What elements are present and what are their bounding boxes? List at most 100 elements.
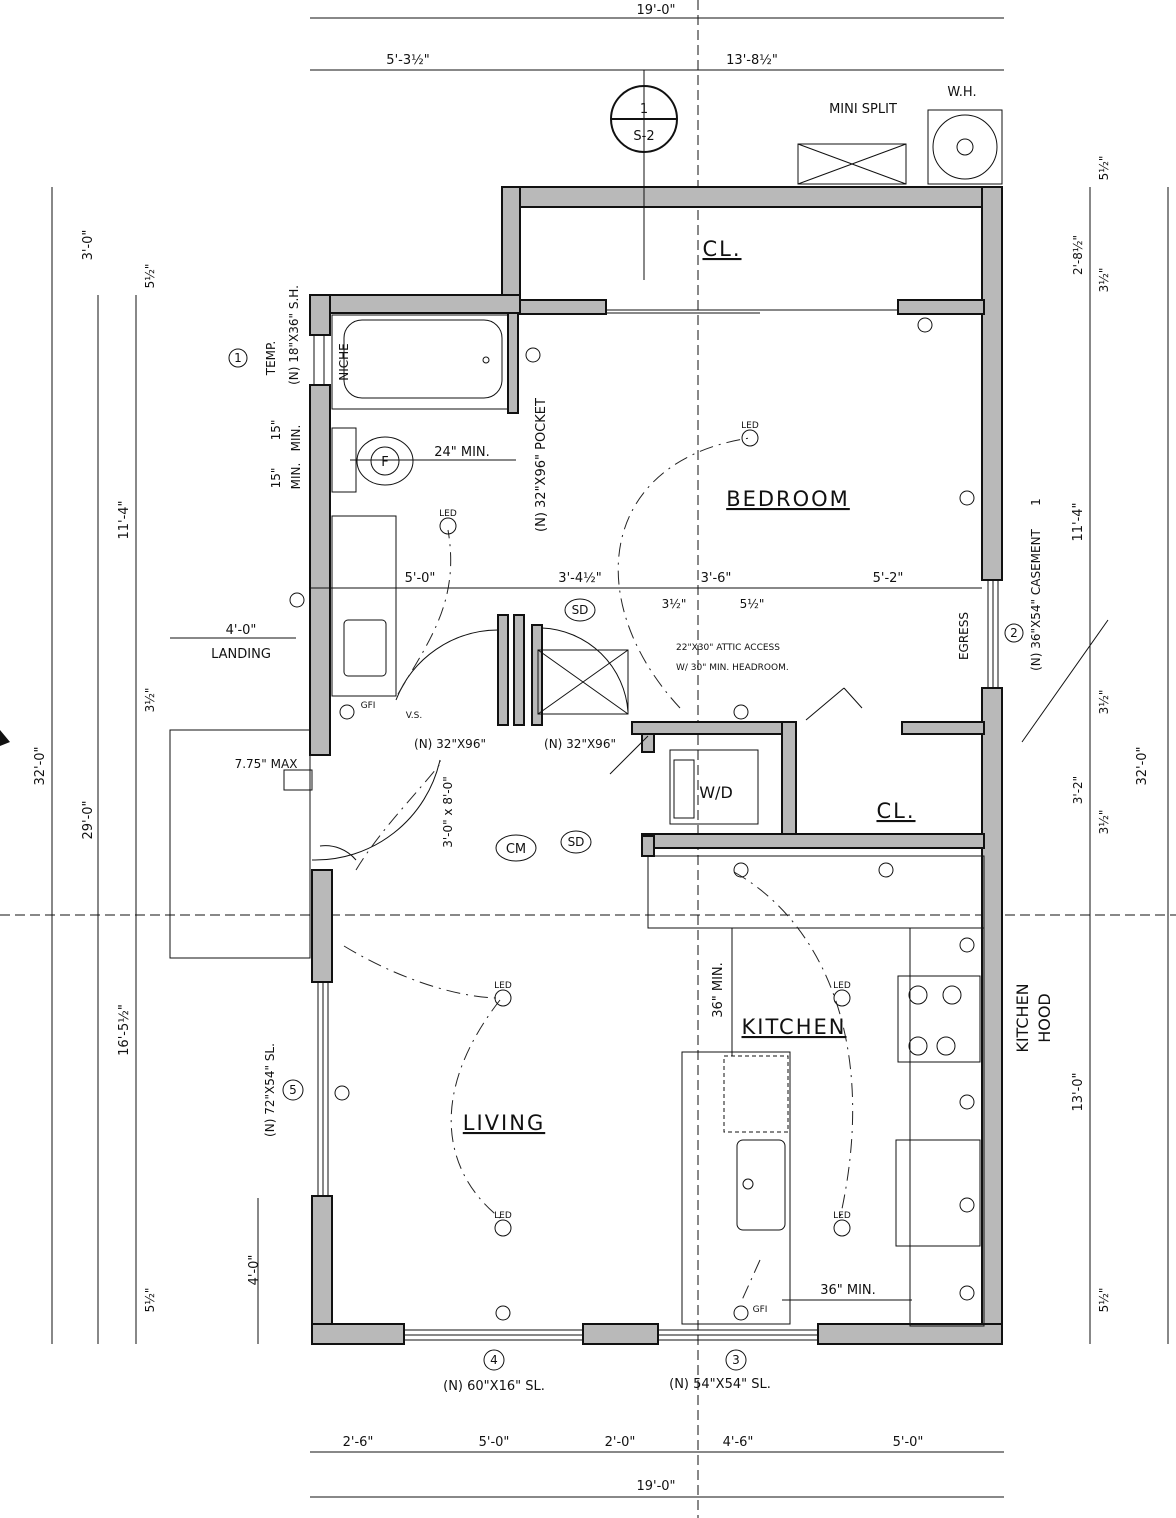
fan-label: F xyxy=(381,455,388,470)
led-label-kitchen-1: LED xyxy=(833,981,851,991)
vs-label: V.S. xyxy=(406,711,422,721)
window-tags: 1 2 3 4 5 xyxy=(228,348,1024,1371)
casement-tag-label: 1 xyxy=(1029,498,1043,506)
led-label-bedroom: LED xyxy=(741,421,759,431)
led-label-bath: LED xyxy=(439,509,457,519)
exterior-walls xyxy=(309,186,1003,1345)
kitchen-hood-label-2: HOOD xyxy=(1035,993,1054,1043)
window-tag-1: 1 xyxy=(234,351,242,365)
interior-walls xyxy=(497,299,985,857)
gfi-label-island: GFI xyxy=(753,1305,768,1315)
dim-bottom-3: 2'-0" xyxy=(605,1435,636,1450)
dim-left-3b: 3½" xyxy=(143,688,157,713)
landing-label: LANDING xyxy=(211,647,271,662)
attic-access-label-1: 22"X30" ATTIC ACCESS xyxy=(676,643,780,653)
windows xyxy=(313,334,999,1341)
dim-bottom-2: 5'-0" xyxy=(479,1435,510,1450)
room-label-living: LIVING xyxy=(463,1111,545,1135)
room-label-closet-mid: CL. xyxy=(876,799,915,823)
dim-top-right: 13'-8½" xyxy=(726,53,778,68)
room-label-closet-top: CL. xyxy=(702,237,741,261)
devices xyxy=(289,317,975,1321)
dim-left-15b: 15" xyxy=(269,468,283,489)
led-label-kitchen-2: LED xyxy=(833,1211,851,1221)
room-label-wd: W/D xyxy=(699,783,733,802)
living-window-label: (N) 72"X54" SL. xyxy=(263,1043,277,1137)
door-label-bath: (N) 32"X96" xyxy=(414,737,486,751)
clearance-36-label-2: 36" MIN. xyxy=(820,1283,876,1298)
dim-mid-6: 5½" xyxy=(740,597,765,611)
dim-bottom-4: 4'-6" xyxy=(723,1435,754,1450)
toilet-min-label-2: MIN. xyxy=(289,463,303,490)
window-tag-5: 5 xyxy=(289,1083,297,1097)
kitchen-hood-label-1: KITCHEN xyxy=(1013,983,1032,1052)
dim-top-left: 5'-3½" xyxy=(386,53,429,68)
temp-label: TEMP. xyxy=(264,341,278,376)
toilet-min-label-1: MIN. xyxy=(289,425,303,452)
room-label-kitchen: KITCHEN xyxy=(742,1015,847,1039)
dim-right-11: 11'-4" xyxy=(1071,502,1086,541)
dim-left-4: 4'-0" xyxy=(247,1255,262,1286)
dim-mid-3: 3'-6" xyxy=(701,571,732,586)
dim-right-28: 2'-8½" xyxy=(1071,235,1085,275)
dimension-lines xyxy=(51,17,1169,1498)
window-3-label: (N) 54"X54" SL. xyxy=(669,1377,771,1392)
dim-left-5a: 5½" xyxy=(143,264,157,289)
water-heater-label: W.H. xyxy=(947,85,976,100)
dim-bottom-5: 5'-0" xyxy=(893,1435,924,1450)
attic-access-label-2: W/ 30" MIN. HEADROOM. xyxy=(676,663,789,673)
fixtures xyxy=(169,109,1003,1327)
dim-right-5b: 5½" xyxy=(1097,1288,1111,1313)
smoke-detector-label-1: SD xyxy=(572,603,589,617)
dim-top-total: 19'-0" xyxy=(636,3,675,18)
dim-left-15a: 15" xyxy=(269,420,283,441)
gfi-label-bath: GFI xyxy=(361,701,376,711)
section-sheet: S-2 xyxy=(633,129,654,144)
led-label-living-1: LED xyxy=(494,981,512,991)
window-tag-3: 3 xyxy=(732,1353,740,1367)
window-tag-4: 4 xyxy=(490,1353,498,1367)
dim-bottom-1: 2'-6" xyxy=(343,1435,374,1450)
dim-left-3: 3'-0" xyxy=(81,230,96,261)
window-4-label: (N) 60"X16" SL. xyxy=(443,1379,545,1394)
door-swings xyxy=(311,627,863,861)
dim-right-total: 32'-0" xyxy=(1135,746,1150,785)
section-marker: 1 S-2 xyxy=(610,85,678,153)
dim-mid-4: 5'-2" xyxy=(873,571,904,586)
casement-label: (N) 36"X54" CASEMENT xyxy=(1029,528,1043,670)
dim-right-3a: 3½" xyxy=(1097,268,1111,293)
niche-label: NICHE xyxy=(337,343,351,381)
egress-label: EGRESS xyxy=(957,612,971,660)
door-label-hall: (N) 32"X96" xyxy=(544,737,616,751)
dim-mid-2: 3'-4½" xyxy=(558,571,601,586)
max-step-label: 7.75" MAX xyxy=(235,757,298,771)
led-label-living-2: LED xyxy=(494,1211,512,1221)
dim-left-29: 29'-0" xyxy=(81,800,96,839)
section-arrow xyxy=(0,730,10,746)
clearance-24-label: 24" MIN. xyxy=(434,445,490,460)
dim-right-32: 3'-2" xyxy=(1071,776,1085,804)
dim-left-32: 32'-0" xyxy=(33,746,48,785)
dim-right-3b: 3½" xyxy=(1097,690,1111,715)
dim-mid-1: 5'-0" xyxy=(405,571,436,586)
dim-right-5a: 5½" xyxy=(1097,156,1111,181)
dim-left-5b: 5½" xyxy=(143,1288,157,1313)
dim-left-11: 11'-4" xyxy=(117,500,132,539)
dim-mid-5: 3½" xyxy=(662,597,687,611)
dimension-text: 19'-0" 5'-3½" 13'-8½" 19'-0" 2'-6" 5'-0"… xyxy=(33,3,1150,1494)
dim-bottom-total: 19'-0" xyxy=(636,1479,675,1494)
room-label-bedroom: BEDROOM xyxy=(726,487,850,511)
sh-window-label: (N) 18"X36" S.H. xyxy=(287,285,301,385)
section-number: 1 xyxy=(640,102,648,117)
mini-split-label: MINI SPLIT xyxy=(829,102,897,117)
dim-right-13: 13'-0" xyxy=(1071,1072,1086,1111)
window-tag-2: 2 xyxy=(1010,626,1018,640)
clearance-36-label-1: 36" MIN. xyxy=(711,962,726,1018)
cm-label: CM xyxy=(506,842,526,857)
dim-landing-width: 4'-0" xyxy=(226,623,257,638)
smoke-detector-label-2: SD xyxy=(568,835,585,849)
entry-door-label: 3'-0" x 8'-0" xyxy=(441,776,455,848)
dim-left-16: 16'-5½" xyxy=(117,1004,132,1056)
switch-legs xyxy=(343,437,854,1301)
